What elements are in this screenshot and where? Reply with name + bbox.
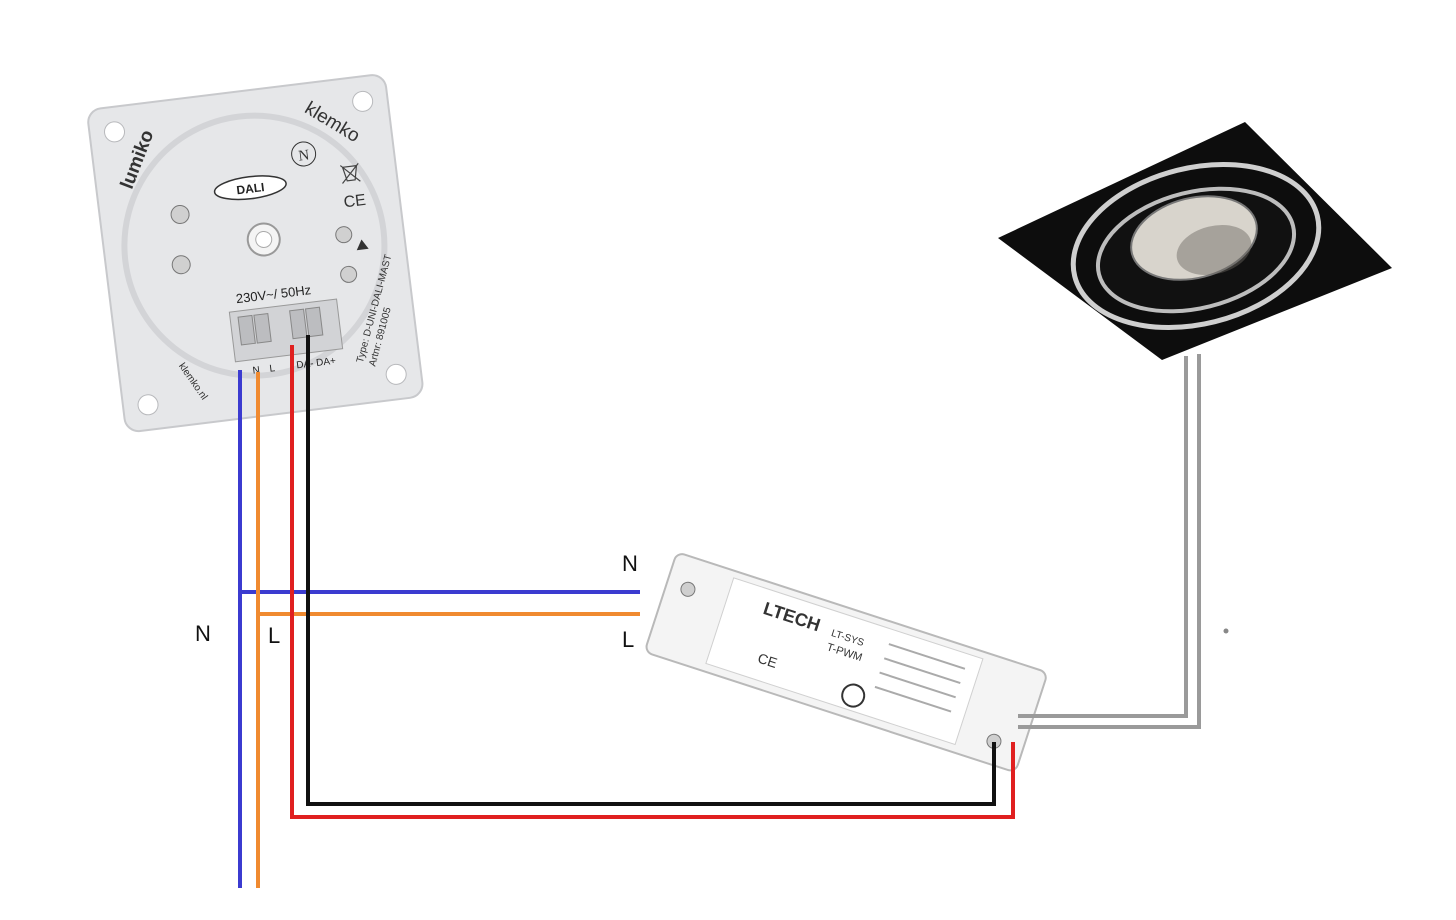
terminal-slot [237, 314, 256, 346]
spotlight-outer-ring [1070, 161, 1322, 331]
terminal-da-minus-label: DA- [296, 358, 314, 371]
driver-screw-icon [680, 581, 696, 597]
driver-spec-line [879, 671, 956, 699]
mounting-hole-icon [352, 90, 374, 112]
driver-n-label: N [622, 551, 638, 576]
driver-spec-line [883, 657, 961, 685]
terminal-l-label: L [269, 363, 276, 375]
driver-screw-icon [986, 733, 1002, 749]
led-spotlight [998, 122, 1392, 360]
driver-ce: CE [756, 650, 779, 671]
wire-dali-plus [290, 345, 1015, 819]
n-mark-text: N [298, 147, 311, 164]
driver-label-panel [705, 577, 984, 746]
supply-l-label: L [268, 623, 280, 648]
screw-icon [335, 226, 353, 244]
terminal-da-plus-label: DA+ [316, 356, 337, 369]
stray-dot [1223, 628, 1229, 634]
screw-icon [340, 265, 358, 283]
dali-dimmer: DALI lumiko klemko N CE 230V~/ 50Hz N L … [87, 74, 424, 433]
dali-badge-text: DALI [236, 180, 265, 197]
driver-l-label: L [622, 627, 634, 652]
n-mark-icon [291, 141, 317, 167]
mounting-hole-icon [137, 394, 159, 416]
wire-lamp-1 [1018, 356, 1188, 718]
driver-spec-line [874, 685, 952, 713]
terminal-slot [304, 306, 324, 338]
terminal-slot [253, 312, 272, 344]
spotlight-lens-icon [1130, 195, 1258, 281]
wire-lamp-2 [1018, 354, 1201, 729]
terminal-slot [289, 308, 308, 340]
mounting-hole-icon [385, 363, 407, 385]
spotlight-lens-shadow [1176, 224, 1252, 276]
wire-dali-minus [306, 335, 996, 806]
ce-mark-text: CE [343, 192, 367, 212]
driver-cert-icon [841, 683, 866, 708]
knob-icon [255, 230, 273, 248]
terminal-n-label: N [252, 365, 261, 377]
weee-bin-icon [339, 163, 361, 184]
dimmer-ring [121, 112, 388, 379]
led-driver: LTECH LT-SYS T-PWM CE [645, 553, 1047, 772]
screw-icon [170, 204, 190, 224]
dali-badge [213, 175, 287, 201]
mounting-hole-icon [104, 121, 126, 143]
recycle-icon [356, 239, 369, 251]
screw-icon [171, 255, 191, 275]
driver-spec-line [888, 643, 966, 670]
supply-n-label: N [195, 621, 211, 646]
